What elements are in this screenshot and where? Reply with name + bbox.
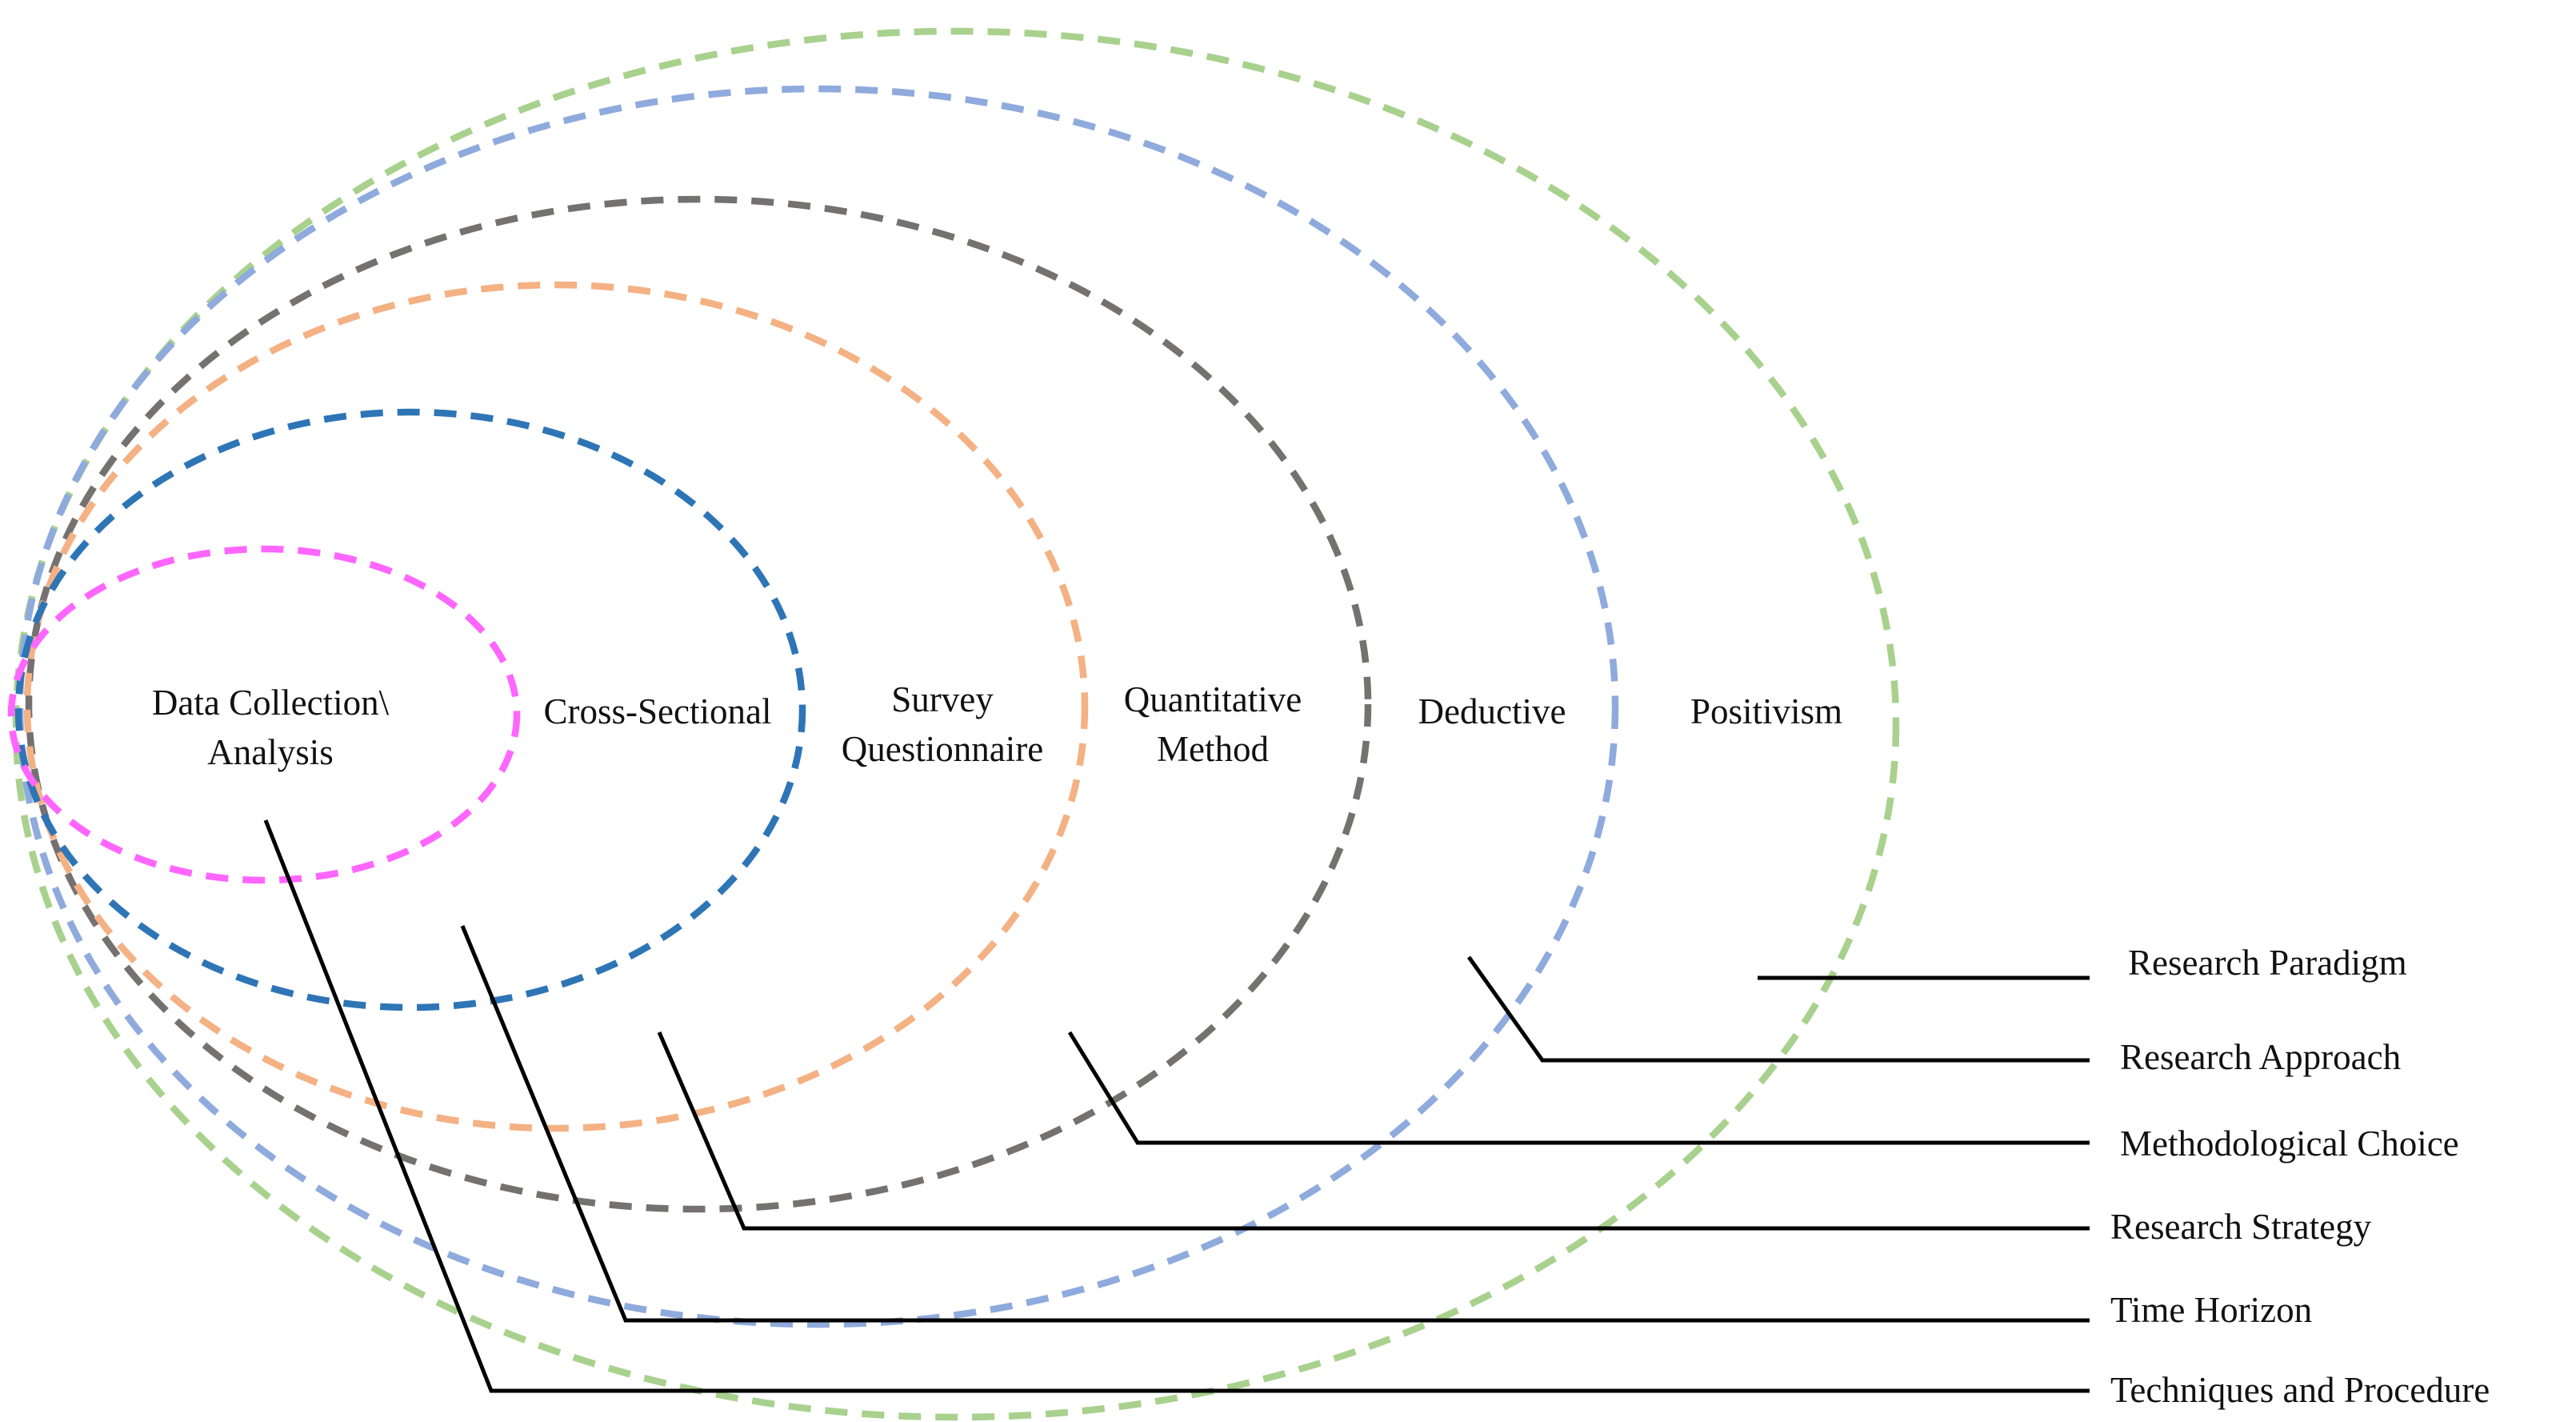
leader-line-survey: [657, 1031, 2090, 1231]
leader-line-quantitative: [1067, 1031, 2090, 1145]
ring-data: [7, 545, 521, 884]
layer-label-survey: Research Strategy: [2110, 1207, 2372, 1247]
leader-line-data: [263, 819, 2090, 1393]
layer-text-line: Questionnaire: [842, 729, 1043, 769]
layer-label-quantitative: Methodological Choice: [2120, 1124, 2459, 1164]
leader-line-deductive: [1466, 955, 2090, 1063]
layer-text-positivism: Positivism: [1690, 691, 1842, 731]
layer-text-data: Data Collection\ Analysis: [152, 683, 390, 772]
layer-text-line: Quantitative: [1124, 679, 1302, 719]
leader-lines: [263, 819, 2090, 1393]
layer-text-line: Deductive: [1418, 691, 1566, 731]
layer-label-positivism: Research Paradigm: [2128, 943, 2407, 983]
layer-text-cross: Cross-Sectional: [544, 691, 772, 731]
layer-label-data: Techniques and Procedure: [2110, 1370, 2490, 1410]
layer-text-line: Method: [1157, 729, 1269, 769]
layer-text-line: Cross-Sectional: [544, 691, 772, 731]
ring-survey: [23, 281, 1089, 1132]
layer-text-line: Survey: [891, 679, 994, 719]
ring-deductive: [16, 85, 1619, 1328]
layer-text-deductive: Deductive: [1418, 691, 1566, 731]
leader-line-cross: [460, 925, 2090, 1323]
layer-label-deductive: Research Approach: [2120, 1037, 2401, 1077]
ring-cross: [14, 408, 806, 1011]
layer-label-cross: Time Horizon: [2110, 1290, 2312, 1330]
ring-quantitative: [25, 195, 1372, 1213]
layer-text-line: Data Collection\: [152, 683, 390, 723]
layer-text-line: Positivism: [1690, 691, 1842, 731]
onion-rings: [7, 27, 1900, 1421]
layer-text-line: Analysis: [207, 732, 334, 772]
